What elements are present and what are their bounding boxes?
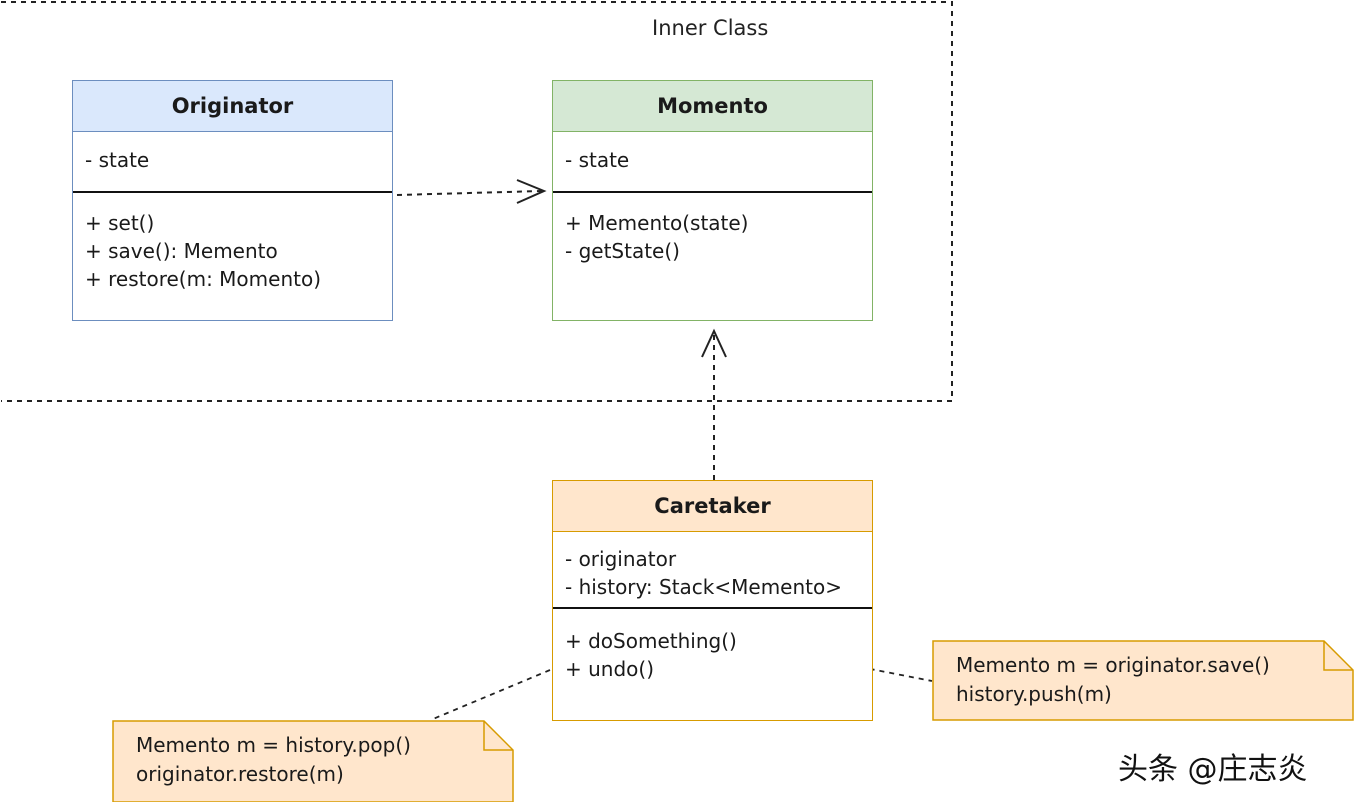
caretaker-operation-undo: + undo() [565, 657, 655, 681]
originator-momento-arrowhead [516, 179, 547, 204]
originator-operation-restore: + restore(m: Momento) [85, 267, 322, 291]
caretaker-operations: + doSomething() + undo() [553, 609, 872, 683]
originator-momento-dependency [396, 190, 543, 196]
momento-class-name: Momento [553, 81, 872, 132]
caretaker-momento-arrowhead [701, 328, 727, 358]
originator-class[interactable]: Originator - state + set() + save(): Mem… [72, 80, 393, 321]
caretaker-attribute-originator: - originator [565, 547, 677, 571]
momento-class[interactable]: Momento - state + Memento(state) - getSt… [552, 80, 873, 321]
momento-operation-constructor: + Memento(state) [565, 211, 749, 235]
originator-attribute-state: - state [85, 148, 150, 172]
caretaker-attribute-history: - history: Stack<Memento> [565, 575, 842, 599]
watermark: 头条 @庄志炎 [1118, 752, 1308, 787]
momento-attributes: - state [553, 132, 872, 193]
do-something-note: Memento m = originator.save() history.pu… [956, 651, 1270, 709]
undo-note: Memento m = history.pop() originator.res… [136, 731, 411, 789]
undo-note-fold [483, 721, 513, 751]
originator-attributes: - state [73, 132, 392, 193]
undo-note-anchor [432, 669, 551, 720]
momento-operation-getstate: - getState() [565, 239, 680, 263]
originator-class-name: Originator [73, 81, 392, 132]
undo-note-line-1: Memento m = history.pop() [136, 733, 411, 757]
inner-class-label: Inner Class [652, 16, 769, 40]
caretaker-class-name: Caretaker [553, 481, 872, 532]
do-something-note-line-1: Memento m = originator.save() [956, 653, 1270, 677]
inner-class-boundary [1, 1, 953, 402]
do-something-note-shape [932, 640, 1354, 721]
originator-operations: + set() + save(): Memento + restore(m: M… [73, 193, 392, 293]
do-something-note-fold [1323, 641, 1353, 671]
caretaker-class[interactable]: Caretaker - originator - history: Stack<… [552, 480, 873, 721]
originator-operation-set: + set() [85, 211, 155, 235]
momento-attribute-state: - state [565, 148, 630, 172]
undo-note-shape [112, 720, 514, 802]
momento-operations: + Memento(state) - getState() [553, 193, 872, 265]
caretaker-attributes: - originator - history: Stack<Memento> [553, 532, 872, 609]
originator-operation-save: + save(): Memento [85, 239, 278, 263]
undo-note-line-2: originator.restore(m) [136, 762, 344, 786]
caretaker-operation-dosomething: + doSomething() [565, 629, 737, 653]
do-something-note-line-2: history.push(m) [956, 682, 1112, 706]
